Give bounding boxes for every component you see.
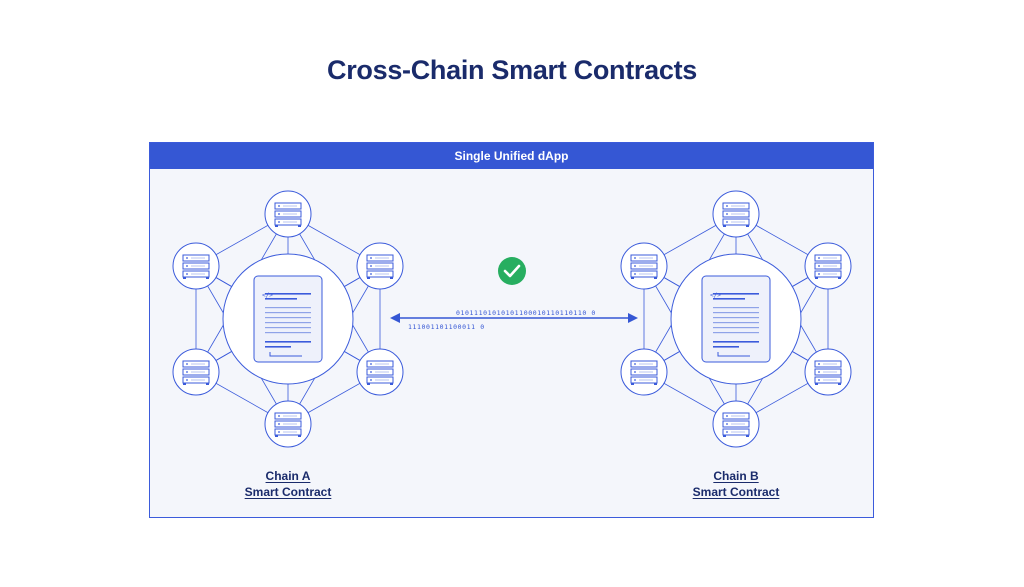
server-icon: [712, 190, 760, 238]
server-icon: [804, 348, 852, 396]
page-title: Cross-Chain Smart Contracts: [327, 55, 697, 85]
server-icon: [620, 242, 668, 290]
server-icon: [804, 242, 852, 290]
chain-b-label: Chain B Smart Contract: [656, 468, 816, 500]
binary-message-outgoing: 01011101010101100010110110110 0: [456, 309, 596, 317]
smart-contract-document-icon: [253, 275, 323, 363]
server-icon: [172, 348, 220, 396]
code-tag: </>: [262, 292, 273, 299]
chain-b-name: Chain B: [713, 469, 759, 483]
binary-message-incoming: 111001101100011 0: [408, 323, 485, 331]
chain-a-label: Chain A Smart Contract: [208, 468, 368, 500]
check-circle-icon: [498, 257, 526, 285]
chain-a-name: Chain A: [265, 469, 311, 483]
server-icon: [264, 400, 312, 448]
code-tag: </>: [710, 292, 721, 299]
server-icon: [356, 242, 404, 290]
chain-a-caption: Smart Contract: [244, 485, 332, 499]
chain-b-network: </>: [620, 190, 852, 448]
server-icon: [264, 190, 312, 238]
chain-b-caption: Smart Contract: [692, 485, 780, 499]
chain-a-network: </>: [172, 190, 404, 448]
panel-header: Single Unified dApp: [150, 143, 873, 169]
server-icon: [620, 348, 668, 396]
server-icon: [356, 348, 404, 396]
server-icon: [172, 242, 220, 290]
double-arrow-icon: [390, 313, 638, 323]
server-icon: [712, 400, 760, 448]
smart-contract-document-icon: [701, 275, 771, 363]
